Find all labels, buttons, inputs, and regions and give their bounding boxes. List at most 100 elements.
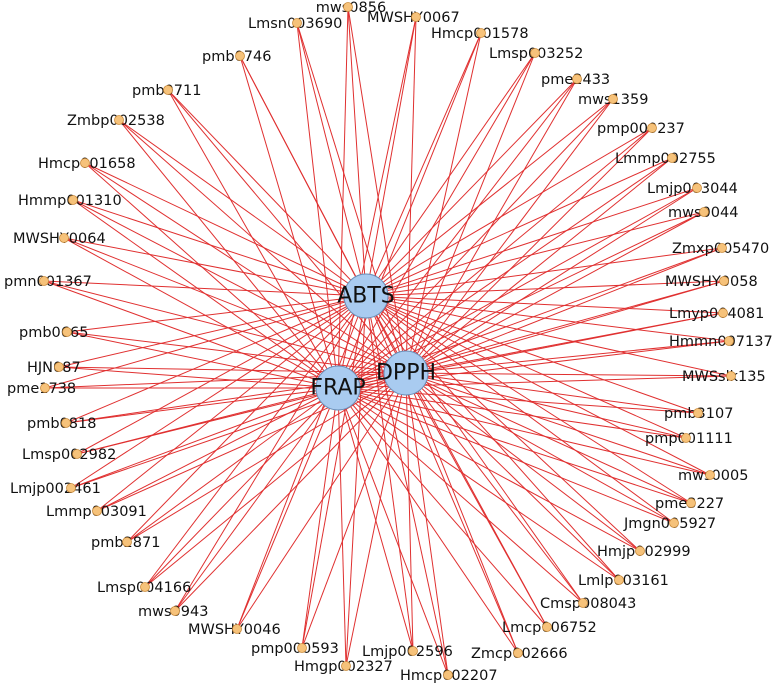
- leaf-node: Lmsp004166: [97, 580, 191, 596]
- edge-cmsp008043-dpph: [405, 372, 584, 604]
- edge-lmsp003252-frap: [337, 52, 536, 389]
- edge-lmsp004166-abts: [144, 295, 367, 588]
- leaf-node-dot: [61, 418, 71, 428]
- edge-mws0044-dpph: [405, 211, 705, 374]
- leaf-node: mws0856: [316, 0, 386, 16]
- edge-pme2433-frap: [337, 78, 578, 389]
- leaf-node: Hmmn007137: [669, 334, 773, 350]
- edge-pmb0711-frap: [167, 89, 339, 389]
- edge-pmb2871-abts: [126, 295, 367, 543]
- edge-pme3227-frap: [337, 387, 692, 504]
- edge-mws0856-frap: [337, 6, 349, 389]
- leaf-node-dot: [719, 276, 729, 286]
- leaf-node-dot: [122, 537, 132, 547]
- leaf-node-dot: [530, 48, 540, 58]
- edge-lmcp006752-frap: [337, 387, 548, 628]
- leaf-node-dot: [724, 336, 734, 346]
- hub-node-label: ABTS: [337, 284, 395, 309]
- edge-hmmp001310-abts: [72, 199, 367, 297]
- leaf-node-dot: [726, 371, 736, 381]
- leaf-node-dot: [667, 153, 677, 163]
- leaf-node-label: Lmjp002461: [10, 481, 101, 497]
- edge-hmgp002327-dpph: [345, 372, 407, 667]
- edge-mwshy0058-abts: [365, 280, 725, 297]
- edge-mws1359-abts: [365, 98, 614, 297]
- edge-mws0005-dpph: [405, 372, 711, 476]
- leaf-node: Zmbp002538: [67, 113, 165, 129]
- edge-pmn001367-dpph: [43, 280, 407, 374]
- edge-mws0005-abts: [365, 295, 711, 476]
- edge-pmb2871-frap: [126, 387, 339, 543]
- edge-mws0943-abts: [174, 295, 367, 612]
- leaf-node-dot: [411, 12, 421, 22]
- edge-lmmp003091-abts: [96, 295, 367, 512]
- leaf-node: Hmgp002327: [294, 659, 393, 675]
- edge-pmb0746-frap: [239, 55, 339, 389]
- leaf-node: mws0943: [138, 604, 208, 620]
- leaf-node: Zmcp002666: [471, 646, 568, 662]
- leaf-node: Hmcp001658: [38, 156, 136, 172]
- leaf-node-label: HJN087: [27, 360, 81, 376]
- leaf-node: Lmjp002596: [362, 644, 453, 660]
- edge-mwshy0064-dpph: [63, 237, 407, 374]
- leaf-node-dot: [705, 470, 715, 480]
- edge-zmcp002666-frap: [337, 387, 519, 654]
- leaf-node-label: Lmmp002755: [615, 151, 716, 167]
- edge-pmb0665-frap: [66, 331, 339, 389]
- leaf-node: Lmsp003252: [489, 46, 583, 62]
- edge-lmsp002982-abts: [76, 295, 367, 455]
- leaf-node: Hmmp001310: [18, 193, 122, 209]
- leaf-node: pmp000237: [597, 121, 685, 137]
- edge-hmmn007137-dpph: [405, 340, 730, 374]
- leaf-node: Jmgn005927: [623, 516, 716, 532]
- leaf-node: pmp000593: [251, 641, 339, 657]
- leaf-node-label: MWSHY0058: [665, 274, 758, 290]
- edge-lmjp002596-dpph: [405, 372, 414, 652]
- edge-lmsp004166-dpph: [144, 372, 407, 588]
- leaf-node: Lmsp002982: [22, 447, 116, 463]
- leaf-node: Lmjp003044: [647, 181, 738, 197]
- leaf-node: pmb0746: [202, 49, 271, 65]
- leaf-node-label: Hmmn007137: [669, 334, 773, 350]
- edge-hmcp001658-abts: [84, 162, 367, 297]
- edge-lmyp004081-abts: [365, 295, 724, 314]
- leaf-node-dot: [681, 433, 691, 443]
- leaf-node: Zmxp005470: [672, 241, 769, 257]
- leaf-node-label: Cmsp008043: [540, 596, 636, 612]
- edge-pmp000593-frap: [301, 387, 339, 649]
- leaf-node: Lmyp004081: [669, 306, 764, 322]
- leaf-node: Lmmp002755: [615, 151, 716, 167]
- leaf-node-dot: [140, 582, 150, 592]
- leaf-node-dot: [72, 449, 82, 459]
- edge-hmcp001578-frap: [337, 32, 482, 389]
- leaf-node-label: pmp000593: [251, 641, 339, 657]
- leaf-node-dot: [578, 598, 588, 608]
- leaf-node-dot: [513, 648, 523, 658]
- edge-hmgp002327-frap: [337, 387, 347, 667]
- edge-pmp001111-frap: [337, 387, 687, 439]
- leaf-node-dot: [692, 183, 702, 193]
- edge-cmsp008043-frap: [337, 387, 584, 604]
- leaf-node: Lmsn003690: [248, 16, 342, 32]
- leaf-node: pmb3107: [664, 406, 733, 422]
- edge-hmcp001658-dpph: [84, 162, 407, 374]
- hub-node-dpph: DPPH: [376, 350, 436, 396]
- edge-mwshy0046-dpph: [236, 372, 407, 630]
- leaf-node-dot: [693, 408, 703, 418]
- leaf-node: Hmjp002999: [597, 544, 691, 560]
- leaf-node-dot: [39, 276, 49, 286]
- edge-hmcp001658-frap: [84, 162, 339, 389]
- edge-lmjp002461-abts: [70, 295, 367, 489]
- edge-zmxp005470-abts: [365, 247, 723, 297]
- edge-pmp000593-abts: [301, 295, 367, 649]
- edge-mwshy0067-dpph: [405, 16, 417, 374]
- leaf-node-dot: [717, 243, 727, 253]
- leaf-node-dot: [297, 643, 307, 653]
- edge-pmp000237-frap: [337, 127, 653, 389]
- edges-layer: [43, 6, 732, 676]
- leaf-node: pmb2871: [91, 535, 160, 551]
- edge-lmmp002755-dpph: [405, 157, 673, 374]
- leaf-node: MWSslk135: [682, 369, 766, 385]
